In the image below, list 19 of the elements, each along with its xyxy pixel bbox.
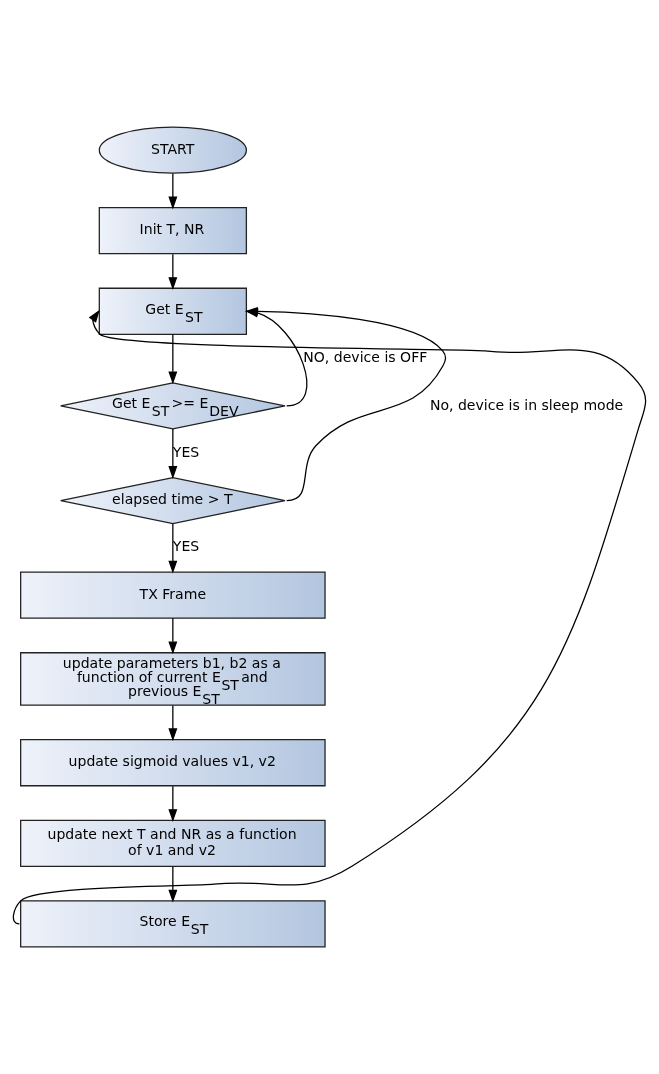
edge-label: YES <box>172 443 200 460</box>
node-box: update sigmoid values v1, v2 <box>20 739 326 787</box>
node-box: update next T and NR as a function of v1 and v2 <box>20 819 326 867</box>
arrow <box>168 866 178 903</box>
node-diamond: elapsed time > T <box>60 476 286 525</box>
edge-label: No, device is in sleep mode <box>429 396 624 413</box>
node-box: Init T, NR <box>98 207 247 255</box>
arrow <box>168 253 178 290</box>
arrow <box>168 172 178 210</box>
edge-label: YES <box>172 538 200 555</box>
edge-label: NO, device is OFF <box>303 349 428 366</box>
arrow <box>168 428 178 479</box>
node-ellipse: START <box>98 126 247 174</box>
arrow <box>168 617 178 655</box>
arrow <box>168 704 178 742</box>
arrow <box>168 333 178 385</box>
arrow <box>168 785 178 822</box>
node-box: TX Frame <box>20 571 326 619</box>
arrow <box>168 523 178 574</box>
